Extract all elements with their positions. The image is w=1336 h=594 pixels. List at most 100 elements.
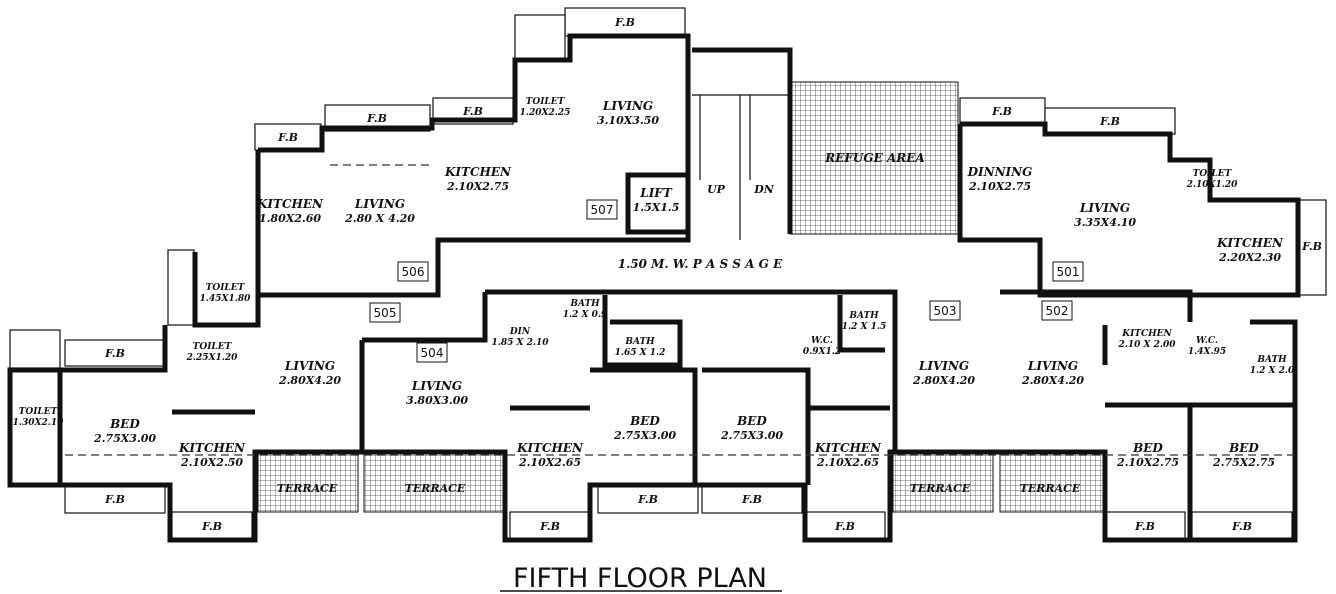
room-name: TOILET <box>1193 169 1233 179</box>
room-label: W.C.0.9X1.2 <box>803 336 841 357</box>
room-name: BATH <box>1256 355 1287 365</box>
fb-label: F.B <box>462 105 483 118</box>
room-name: DIN <box>509 327 531 337</box>
room-dimensions: 2.10X2.75 <box>446 180 509 193</box>
fb-label: F.B <box>539 520 560 533</box>
terrace-label: TERRACE <box>910 482 971 495</box>
room-name: DINNING <box>967 165 1033 179</box>
room-name: KITCHEN <box>444 165 512 179</box>
room-dimensions: 2.80X4.20 <box>1021 374 1084 387</box>
fb-label: F.B <box>834 520 855 533</box>
room-name: KITCHEN <box>1121 329 1172 339</box>
room-dimensions: 0.9X1.2 <box>803 347 841 357</box>
room-dimensions: 2.80X4.20 <box>278 374 341 387</box>
passage-label: 1.50 M. W. P A S S A G E <box>618 257 783 271</box>
room-dimensions: 1.20X2.25 <box>520 108 571 118</box>
room-name: BED <box>1228 441 1259 455</box>
unit-number-box: 505 <box>369 302 401 323</box>
room-name: KITCHEN <box>256 197 324 211</box>
room-dimensions: 3.35X4.10 <box>1074 216 1136 229</box>
room-dimensions: 2.10 X 2.00 <box>1117 340 1176 350</box>
unit-number: 505 <box>374 306 397 320</box>
fb-label: F.B <box>104 493 125 506</box>
room-dimensions: 2.75X3.00 <box>93 432 156 445</box>
room-name: BED <box>629 414 660 428</box>
room-dimensions: 1.2 X 1.5 <box>842 322 887 332</box>
room-dimensions: 3.80X3.00 <box>406 394 468 407</box>
room-dimensions: 3.10X3.50 <box>597 114 659 127</box>
room-dimensions: 2.75X2.75 <box>1212 456 1275 469</box>
room-name: LIFT <box>639 186 673 200</box>
unit-number-box: 502 <box>1041 300 1073 321</box>
terrace-label: TERRACE <box>405 482 466 495</box>
room-dimensions: 2.10X2.50 <box>180 456 243 469</box>
room-dimensions: 2.80X4.20 <box>912 374 975 387</box>
room-name: LIVING <box>1027 359 1078 373</box>
room-dimensions: 2.10X2.75 <box>968 180 1031 193</box>
room-dimensions: 1.5X1.5 <box>633 201 680 214</box>
room-name: TOILET <box>193 342 233 352</box>
walls <box>7 33 1301 543</box>
fb-label: F.B <box>1134 520 1155 533</box>
unit-number: 504 <box>421 346 444 360</box>
room-name: KITCHEN <box>178 441 246 455</box>
fb-label: F.B <box>1301 240 1322 253</box>
room-name: W.C. <box>811 336 833 346</box>
fb-label: F.B <box>277 131 298 144</box>
refuge-area-hatch <box>789 81 959 235</box>
terrace-label: TERRACE <box>1020 482 1081 495</box>
room-name: BED <box>736 414 767 428</box>
room-dimensions: 2.75X3.00 <box>720 429 783 442</box>
room-name: KITCHEN <box>814 441 882 455</box>
fb-label: F.B <box>366 112 387 125</box>
fb-label: F.B <box>104 347 125 360</box>
room-name: TOILET <box>206 283 246 293</box>
room-dimensions: 2.10X2.75 <box>1116 456 1179 469</box>
room-name: LIVING <box>284 359 335 373</box>
plan-title: FIFTH FLOOR PLAN <box>513 563 767 594</box>
room-name: LIVING <box>354 197 405 211</box>
room-name: BATH <box>569 299 600 309</box>
unit-number: 502 <box>1046 304 1069 318</box>
room-name: BED <box>1132 441 1163 455</box>
room-dimensions: 2.80 X 4.20 <box>344 212 415 225</box>
room-name: KITCHEN <box>516 441 584 455</box>
unit-number: 506 <box>402 265 425 279</box>
unit-number-box: 507 <box>586 199 618 220</box>
room-label: W.C.1.4X.95 <box>1188 336 1226 357</box>
room-dimensions: 1.4X.95 <box>1188 347 1226 357</box>
room-dimensions: 1.2 X 0.9 <box>563 310 608 320</box>
room-dimensions: 2.20X2.30 <box>1218 251 1281 264</box>
room-dimensions: 2.10X2.65 <box>816 456 879 469</box>
room-dimensions: 1.45X1.80 <box>200 294 252 304</box>
flower-beds <box>9 7 1327 541</box>
room-name: TOILET <box>526 97 566 107</box>
